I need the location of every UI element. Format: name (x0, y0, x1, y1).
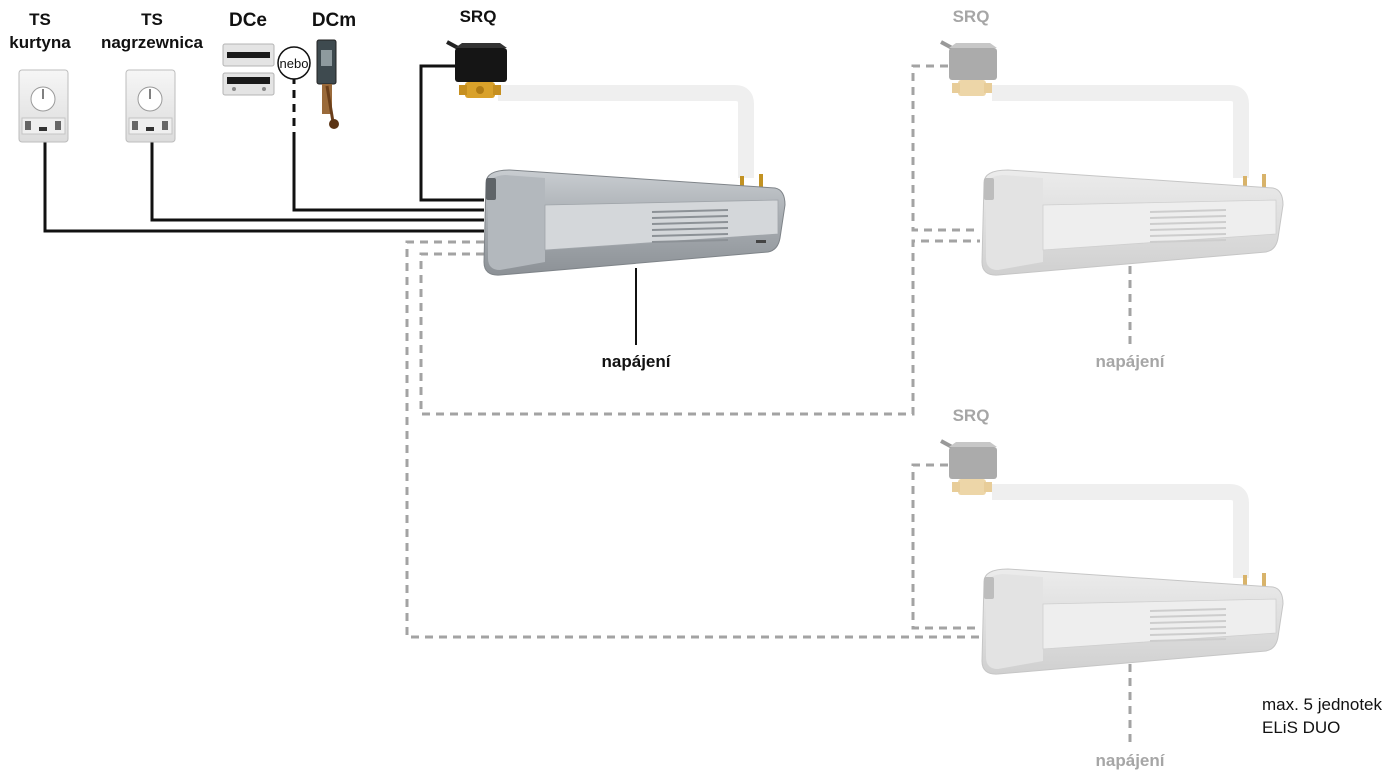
pipe-top-right (992, 85, 1249, 178)
label-power-main: napájení (601, 352, 671, 371)
wire-ts-curtain (43, 140, 484, 233)
note-max-units: max. 5 jednotek ELiS DUO (1262, 693, 1390, 739)
label-ts-heater: TS nagrzewnica (92, 8, 212, 54)
note-line1: max. 5 jednotek (1262, 695, 1383, 714)
door-contact-mechanical-icon (316, 39, 339, 129)
label-ts-curtain-line2: kurtyna (9, 33, 71, 52)
wire-bus-outer (405, 240, 980, 639)
label-srq-bottom-right: SRQ (952, 406, 990, 425)
label-ts-curtain: TS kurtyna (0, 8, 80, 54)
optional-wires (405, 64, 1132, 745)
heating-pipes (498, 85, 1249, 578)
or-circle-text: nebo (280, 56, 309, 71)
label-power-bottom-right: napájení (1095, 751, 1165, 770)
pipe-main (498, 85, 754, 178)
valve-main-icon (446, 40, 507, 98)
label-srq-main: SRQ (459, 7, 497, 26)
wire-valve (419, 64, 484, 202)
label-ts-curtain-line1: TS (29, 10, 51, 29)
label-ts-heater-line1: TS (141, 10, 163, 29)
wire-bus-inner (419, 239, 980, 416)
label-dcm: DCm (311, 10, 357, 31)
wire-valve-top-right (911, 64, 980, 232)
valve-top-right-icon (940, 40, 997, 96)
wire-ts-heater (150, 140, 484, 222)
air-curtain-bottom-right-icon (981, 568, 1284, 675)
pipe-bottom-right (992, 484, 1249, 578)
valve-bottom-right-icon (940, 439, 997, 495)
wire-door-contact (292, 140, 484, 212)
air-curtain-main-icon (483, 169, 786, 276)
note-line2: ELiS DUO (1262, 718, 1341, 737)
label-ts-heater-line2: nagrzewnica (100, 33, 204, 52)
label-dce: DCe (228, 10, 267, 31)
label-power-top-right: napájení (1095, 352, 1165, 371)
door-contact-electronic-icon (222, 43, 275, 96)
or-circle: nebo (277, 46, 311, 80)
thermostat-curtain-icon (18, 69, 69, 143)
wire-valve-bottom-right (911, 463, 980, 630)
thermostat-heater-icon (125, 69, 176, 143)
label-srq-top-right: SRQ (952, 7, 990, 26)
air-curtain-top-right-icon (981, 169, 1284, 276)
control-wires (43, 64, 484, 233)
